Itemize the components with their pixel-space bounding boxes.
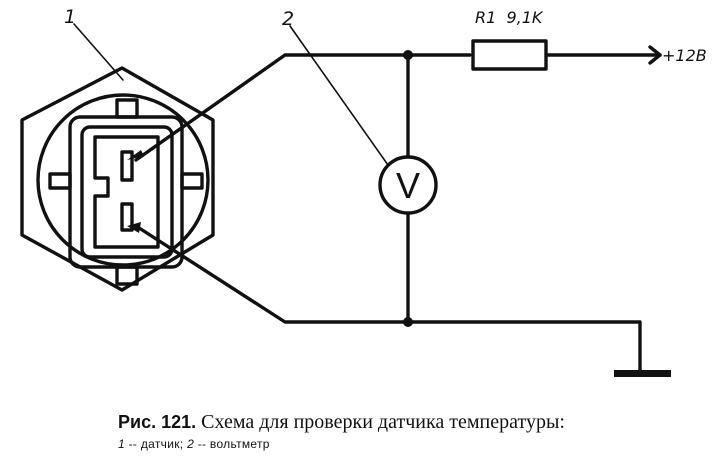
sensor-thread-circle	[36, 93, 210, 267]
sensor-connector-inner	[80, 125, 174, 259]
sensor-side-tab-right	[180, 172, 204, 190]
supply-arrow-head	[648, 45, 662, 65]
sensor-connector-socket	[93, 135, 160, 249]
legend-dash-2: --	[197, 437, 207, 451]
ground-symbol	[614, 370, 671, 377]
legend-text-2: вольтметр	[209, 437, 270, 451]
resistor-r1	[471, 39, 548, 71]
legend-dash-1: --	[128, 437, 138, 451]
figure-caption: Рис. 121. Схема для проверки датчика тем…	[118, 411, 718, 452]
voltmeter-number-label: 2	[282, 8, 294, 30]
legend-number-2: 2	[187, 437, 195, 451]
caption-title: Схема для проверки датчика температуры:	[201, 411, 565, 433]
legend-text-1: датчик;	[140, 437, 184, 451]
sensor-side-tab-left	[48, 172, 72, 190]
sensor-latch-bottom	[115, 265, 139, 286]
voltmeter-symbol: V	[396, 165, 420, 206]
sensor-pin-bottom	[120, 202, 134, 232]
legend-number-1: 1	[118, 437, 125, 451]
caption-figure-number: Рис. 121.	[118, 412, 197, 432]
leader-line-sensor	[73, 23, 124, 81]
sensor-hex-body	[20, 66, 215, 292]
sensor-pin-top	[120, 150, 134, 182]
sensor-number-label: 1	[64, 6, 76, 28]
resistor-label: R1 9,1K	[475, 8, 544, 27]
caption-title-line: Рис. 121. Схема для проверки датчика тем…	[118, 411, 718, 433]
sensor-latch-top	[115, 98, 139, 119]
caption-legend: 1 -- датчик; 2 -- вольтметр	[118, 436, 718, 452]
voltmeter-circle	[378, 155, 438, 215]
supply-voltage-label: +12В	[662, 46, 707, 65]
wire-bottom	[134, 224, 642, 372]
pin-arrowhead-bottom	[127, 222, 141, 233]
leader-line-voltmeter	[289, 25, 389, 166]
junction-dot-bottom	[403, 317, 413, 327]
wire-top	[134, 53, 472, 162]
pin-arrowhead-top	[127, 150, 144, 160]
junction-dot-top	[403, 50, 413, 60]
